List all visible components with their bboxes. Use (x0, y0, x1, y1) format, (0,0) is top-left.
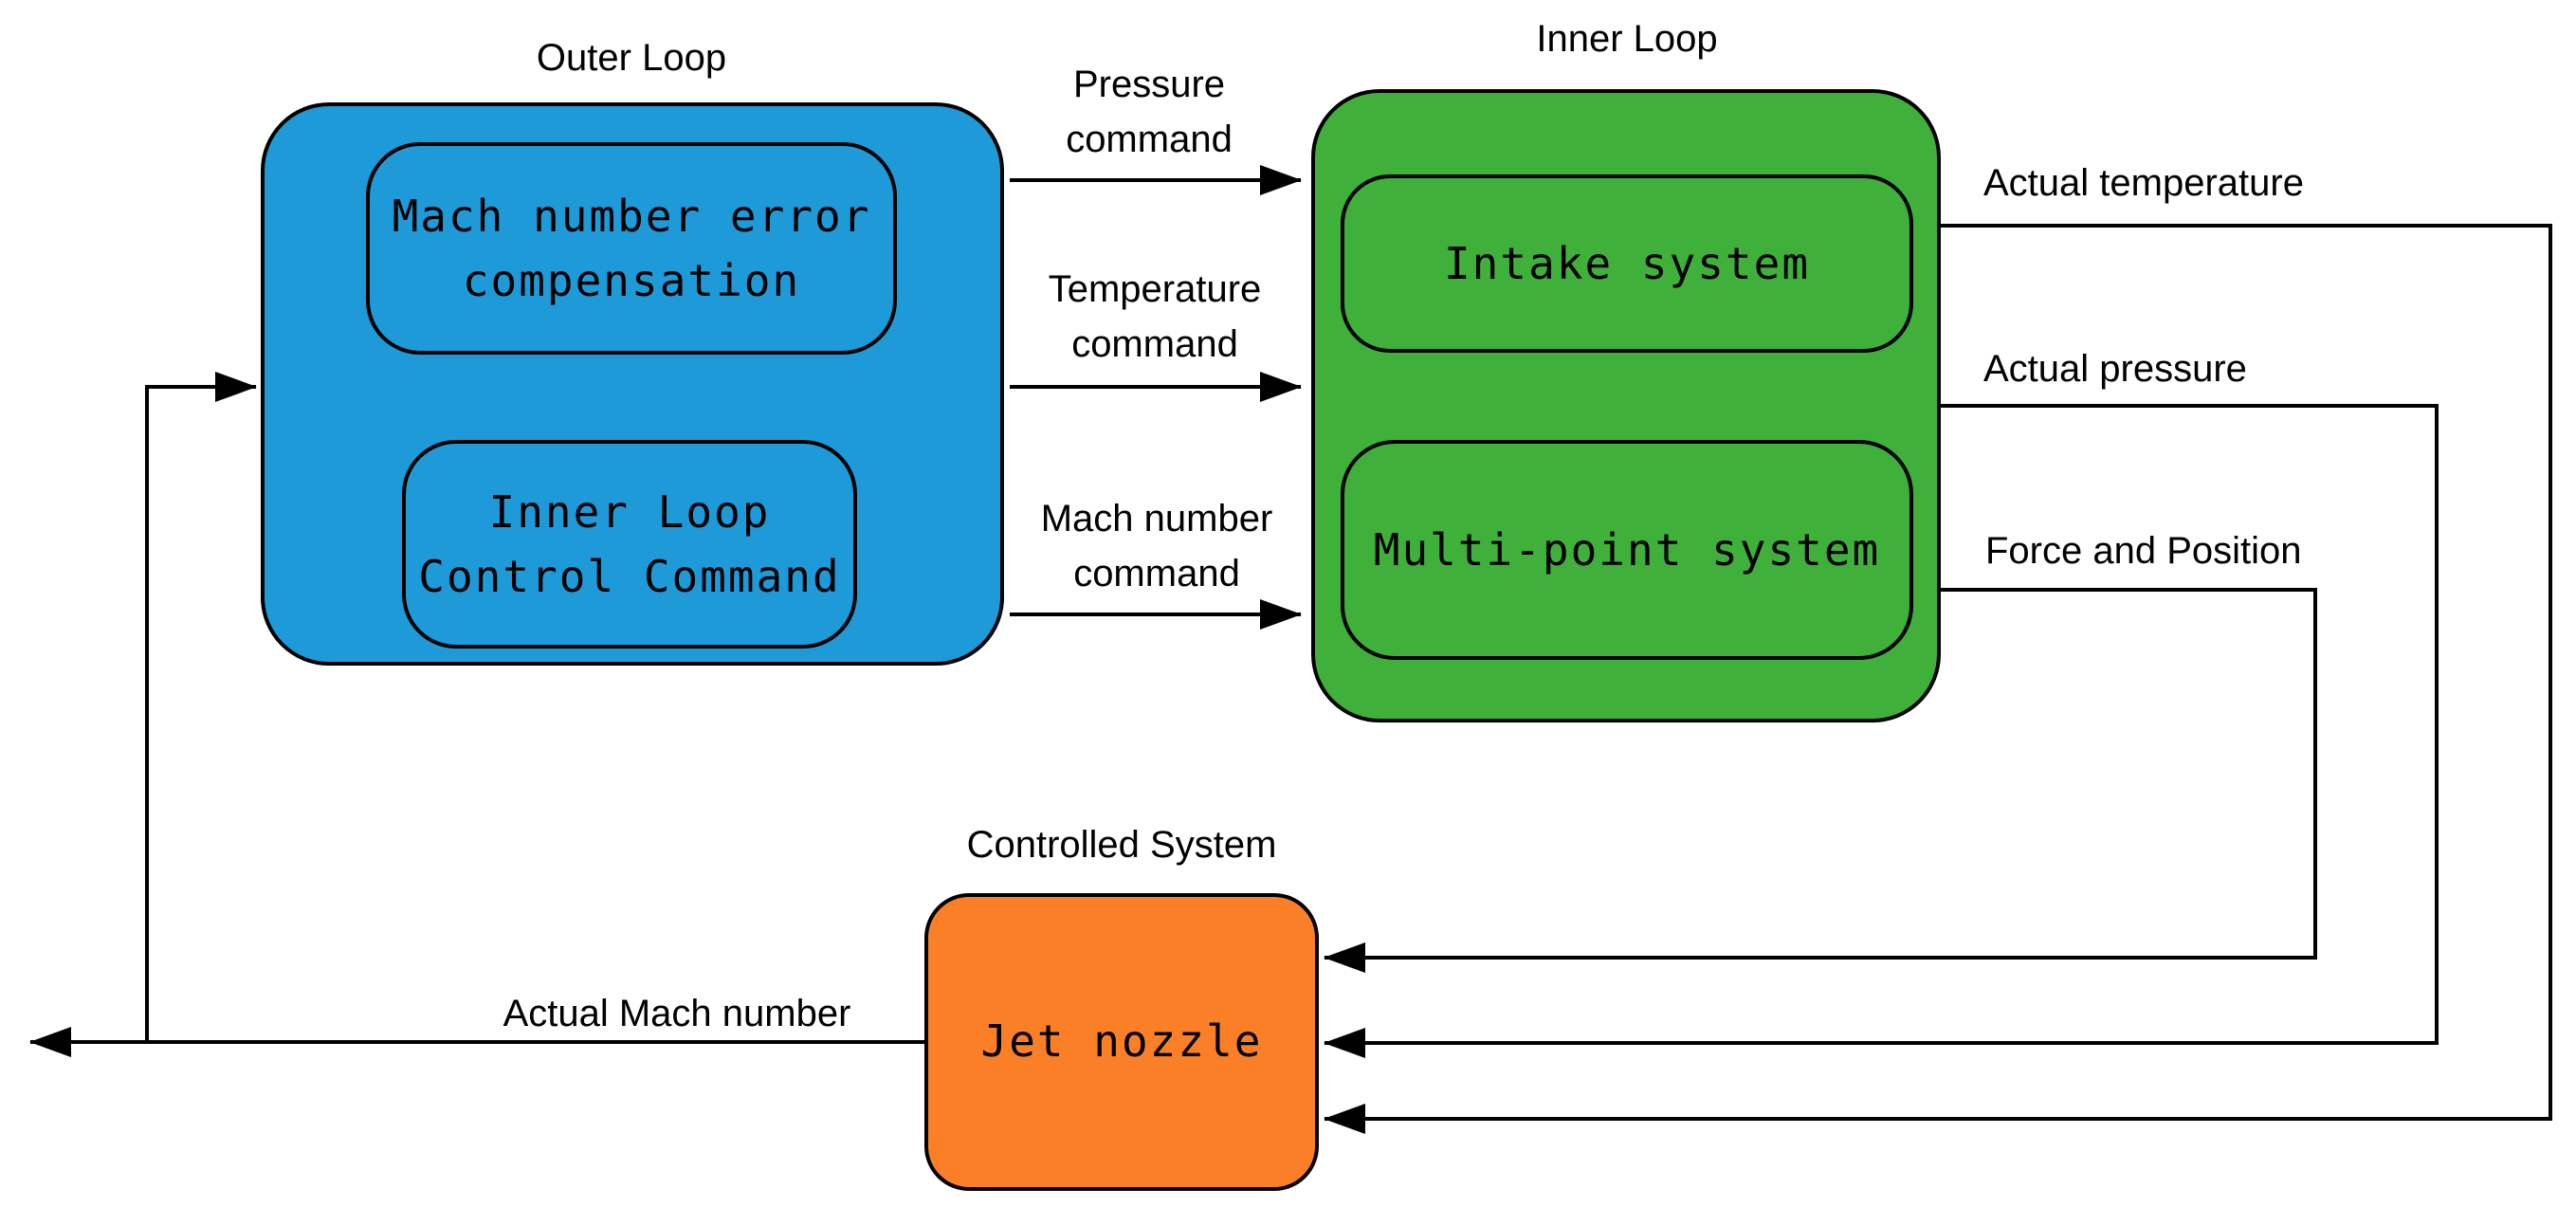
actual-mach-number-label: Actual Mach number (503, 993, 851, 1034)
inner-loop-control-command-line2: Control Command (418, 551, 840, 602)
intake-system-label: Intake system (1444, 238, 1810, 289)
pressure-command-line2: command (1066, 119, 1233, 160)
jet-nozzle-label: Jet nozzle (981, 1015, 1263, 1067)
mach-error-compensation-line2: compensation (463, 255, 800, 306)
multi-point-system-label: Multi-point system (1374, 524, 1881, 576)
mach-number-command-line1: Mach number (1041, 498, 1273, 539)
mach-error-compensation-line1: Mach number error (393, 191, 871, 242)
mach-error-compensation-block (366, 142, 897, 355)
multi-point-system-block (1341, 440, 1913, 660)
intake-system-block (1341, 174, 1913, 353)
actual-temperature-label: Actual temperature (1983, 162, 2304, 204)
force-position-path (1324, 588, 2317, 973)
mach-number-command-line2: command (1073, 553, 1240, 594)
temperature-command-line1: Temperature (1049, 268, 1262, 310)
temperature-command-line2: command (1071, 323, 1238, 365)
actual-pressure-label: Actual pressure (1983, 348, 2247, 390)
inner-loop-control-command-line1: Inner Loop (489, 486, 771, 538)
actual-pressure-path (1324, 404, 2439, 1058)
controlled-system-title: Controlled System (967, 824, 1277, 866)
pressure-command-line1: Pressure (1073, 64, 1225, 105)
actual-temperature-path (1324, 224, 2552, 1134)
inner-loop-control-command-block (402, 440, 857, 649)
inner-loop-title: Inner Loop (1536, 18, 1717, 60)
force-position-label: Force and Position (1985, 530, 2302, 572)
outer-loop-title: Outer Loop (537, 37, 726, 79)
outer-feedback-path (145, 372, 257, 1042)
